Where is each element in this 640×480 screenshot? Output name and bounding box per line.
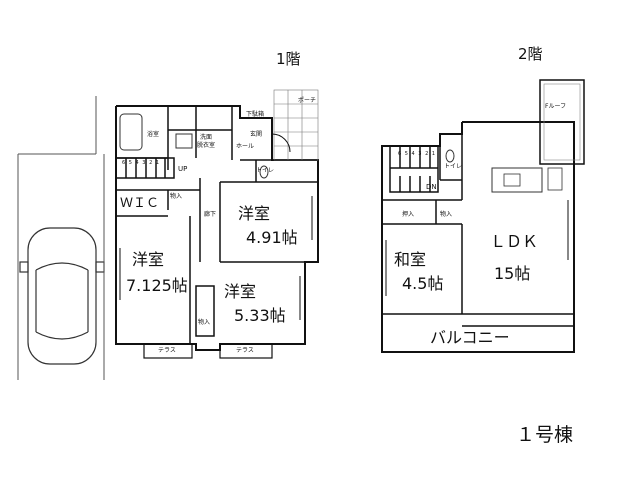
room-froof: Fルーフ bbox=[545, 103, 567, 110]
corridor: 廊下 bbox=[204, 211, 217, 218]
room-western-b: 洋室 bbox=[238, 204, 271, 223]
first-floor-walls bbox=[115, 105, 319, 351]
room-entrance: 玄関 bbox=[250, 131, 263, 138]
first-floor-inner-walls bbox=[115, 106, 318, 344]
porch-tiles bbox=[273, 89, 319, 161]
terrace-1-label: テラス bbox=[158, 347, 176, 354]
room-western-c: 洋室 bbox=[224, 282, 257, 301]
room-western-a: 洋室 bbox=[132, 250, 165, 269]
stair-numbers-1f: 6 5 4 3 2 1 bbox=[122, 160, 161, 166]
floor-2-label: 2階 bbox=[518, 45, 543, 63]
stair-numbers-2f: 6 5 4 3 2 1 bbox=[398, 151, 437, 157]
room-toilet-1f: トイレ bbox=[256, 167, 275, 174]
parking-boundary bbox=[17, 96, 105, 380]
room-japanese-size: 4.5帖 bbox=[402, 274, 444, 293]
room-bath: 浴室 bbox=[147, 131, 160, 138]
room-balcony: バルコニー bbox=[430, 328, 510, 347]
parking-car-icon bbox=[19, 227, 105, 365]
storage-1: 物入 bbox=[170, 193, 183, 200]
room-ldk-size: 15帖 bbox=[494, 264, 531, 283]
toilet-fixture-icon-2f bbox=[445, 149, 455, 163]
terrace-1 bbox=[143, 343, 193, 359]
room-porch: ポーチ bbox=[298, 97, 317, 104]
kitchen-counter-icon bbox=[491, 167, 543, 193]
terrace-2-label: テラス bbox=[236, 347, 254, 354]
floor-1-label: 1階 bbox=[276, 50, 301, 68]
room-hall: ホール bbox=[236, 143, 255, 150]
first-floor-windows bbox=[119, 196, 313, 320]
entrance-door bbox=[271, 133, 291, 153]
room-western-b-size: 4.91帖 bbox=[246, 228, 298, 247]
room-wic: ＷＩＣ bbox=[120, 196, 160, 211]
second-floor-windows bbox=[385, 200, 569, 296]
bathtub-icon bbox=[119, 113, 143, 151]
stove-icon bbox=[547, 167, 563, 191]
froof-area bbox=[539, 79, 585, 165]
froof-inner bbox=[543, 83, 581, 161]
washbasin-icon bbox=[175, 133, 193, 149]
storage-in-1: 押入 bbox=[402, 211, 415, 218]
building-label: １号棟 bbox=[516, 424, 574, 446]
second-floor-walls bbox=[381, 121, 575, 353]
kitchen-sink-icon bbox=[503, 173, 521, 187]
room-japanese: 和室 bbox=[394, 250, 427, 269]
room-wash-line2: 脱衣室 bbox=[197, 142, 216, 149]
toilet-fixture-icon bbox=[259, 165, 269, 179]
stairs-up-label: UP bbox=[178, 165, 188, 173]
second-floor-inner-walls bbox=[382, 134, 574, 327]
room-ldk: ＬＤＫ bbox=[490, 232, 539, 251]
shoebox: 下駄箱 bbox=[246, 111, 265, 118]
room-western-a-size: 7.125帖 bbox=[126, 276, 188, 295]
storage-2: 物入 bbox=[198, 319, 211, 326]
storage-in-2: 物入 bbox=[440, 211, 453, 218]
room-toilet-2f: トイレ bbox=[444, 163, 463, 170]
terrace-2 bbox=[219, 343, 273, 359]
stairs-dn-label: DN bbox=[426, 183, 437, 191]
room-wash-line1: 洗面 bbox=[200, 134, 213, 141]
room-western-c-size: 5.33帖 bbox=[234, 306, 286, 325]
